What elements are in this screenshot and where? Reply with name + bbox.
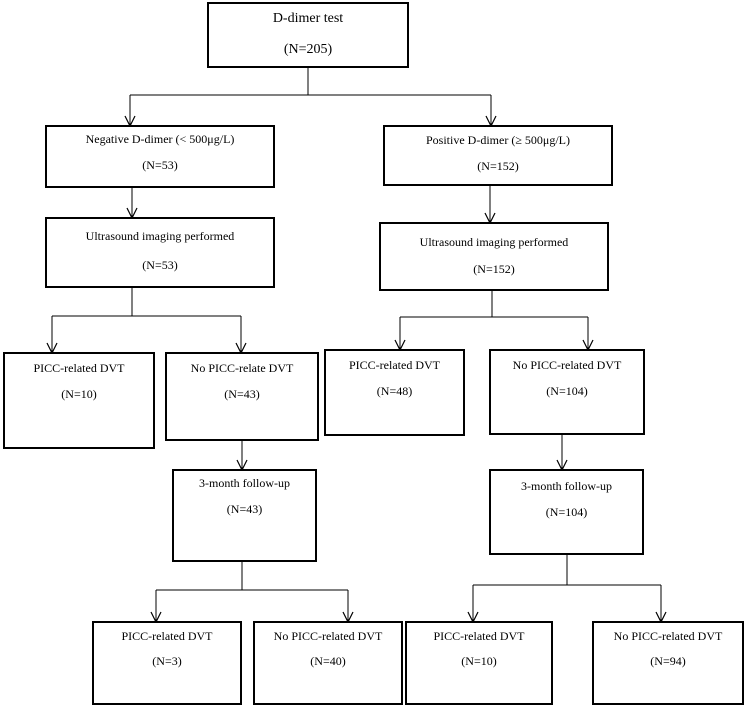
node-pos-fu-nodvt: No PICC-related DVT (N=94) bbox=[592, 621, 744, 705]
node-label: Positive D-dimer (≥ 500μg/L) bbox=[426, 133, 570, 147]
node-label: PICC-related DVT bbox=[434, 629, 526, 643]
node-count: (N=10) bbox=[61, 387, 96, 401]
node-label: 3-month follow-up bbox=[521, 479, 612, 493]
node-neg-dvt: PICC-related DVT (N=10) bbox=[3, 352, 155, 449]
node-box-neg-nodvt bbox=[165, 352, 319, 441]
node-count: (N=104) bbox=[546, 384, 587, 398]
node-box-pos-fu-nodvt bbox=[592, 621, 744, 705]
node-box-neg-fu-dvt bbox=[92, 621, 242, 705]
node-count: (N=53) bbox=[142, 158, 177, 172]
node-box-pos-fu-dvt bbox=[405, 621, 553, 705]
node-count: (N=48) bbox=[377, 384, 412, 398]
node-box-neg-followup bbox=[172, 469, 317, 562]
node-box-pos-ultrasound bbox=[379, 222, 609, 291]
node-box-neg-ultrasound bbox=[45, 217, 275, 288]
node-label: D-dimer test bbox=[273, 11, 343, 26]
node-count: (N=10) bbox=[461, 654, 496, 668]
node-box-pos-dvt bbox=[324, 349, 465, 436]
node-count: (N=152) bbox=[473, 262, 514, 276]
node-count: (N=104) bbox=[546, 505, 587, 519]
node-pos-dvt: PICC-related DVT (N=48) bbox=[324, 349, 465, 436]
node-count: (N=152) bbox=[477, 159, 518, 173]
node-pos-ultrasound: Ultrasound imaging performed (N=152) bbox=[379, 222, 609, 291]
node-neg-fu-dvt: PICC-related DVT (N=3) bbox=[92, 621, 242, 705]
connectors bbox=[52, 67, 661, 622]
node-box-ddimer bbox=[207, 2, 409, 68]
node-box-neg-dvt bbox=[3, 352, 155, 449]
node-label: No PICC-related DVT bbox=[614, 629, 723, 643]
node-count: (N=53) bbox=[142, 258, 177, 272]
node-box-neg-fu-nodvt bbox=[253, 621, 403, 705]
node-pos-nodvt: No PICC-related DVT (N=104) bbox=[489, 349, 645, 435]
node-neg-fu-nodvt: No PICC-related DVT (N=40) bbox=[253, 621, 403, 705]
node-pos-followup: 3-month follow-up (N=104) bbox=[489, 469, 644, 555]
node-count: (N=3) bbox=[152, 654, 181, 668]
node-pos-fu-dvt: PICC-related DVT (N=10) bbox=[405, 621, 553, 705]
node-count: (N=40) bbox=[310, 654, 345, 668]
node-ddimer: D-dimer test (N=205) bbox=[207, 2, 409, 68]
node-label: Negative D-dimer (< 500μg/L) bbox=[86, 132, 235, 146]
node-count: (N=205) bbox=[284, 42, 333, 57]
boxes: D-dimer test (N=205) Negative D-dimer (< 5… bbox=[3, 2, 744, 705]
node-box-pos-nodvt bbox=[489, 349, 645, 435]
node-count: (N=43) bbox=[227, 502, 262, 516]
node-negative: Negative D-dimer (< 500μg/L) (N=53) bbox=[45, 125, 275, 188]
node-count: (N=43) bbox=[224, 387, 259, 401]
node-label: Ultrasound imaging performed bbox=[86, 229, 235, 243]
node-label: PICC-related DVT bbox=[349, 358, 441, 372]
node-label: No PICC-related DVT bbox=[274, 629, 383, 643]
node-label: PICC-related DVT bbox=[34, 361, 126, 375]
node-label: 3-month follow-up bbox=[199, 476, 290, 490]
node-label: PICC-related DVT bbox=[122, 629, 214, 643]
node-box-pos-followup bbox=[489, 469, 644, 555]
node-neg-ultrasound: Ultrasound imaging performed (N=53) bbox=[45, 217, 275, 288]
node-box-positive bbox=[383, 125, 613, 186]
node-label: No PICC-related DVT bbox=[513, 358, 622, 372]
node-box-negative bbox=[45, 125, 275, 188]
node-positive: Positive D-dimer (≥ 500μg/L) (N=152) bbox=[383, 125, 613, 186]
node-count: (N=94) bbox=[650, 654, 685, 668]
node-label: No PICC-relate DVT bbox=[191, 361, 294, 375]
node-label: Ultrasound imaging performed bbox=[420, 235, 569, 249]
node-neg-nodvt: No PICC-relate DVT (N=43) bbox=[165, 352, 319, 441]
node-neg-followup: 3-month follow-up (N=43) bbox=[172, 469, 317, 562]
